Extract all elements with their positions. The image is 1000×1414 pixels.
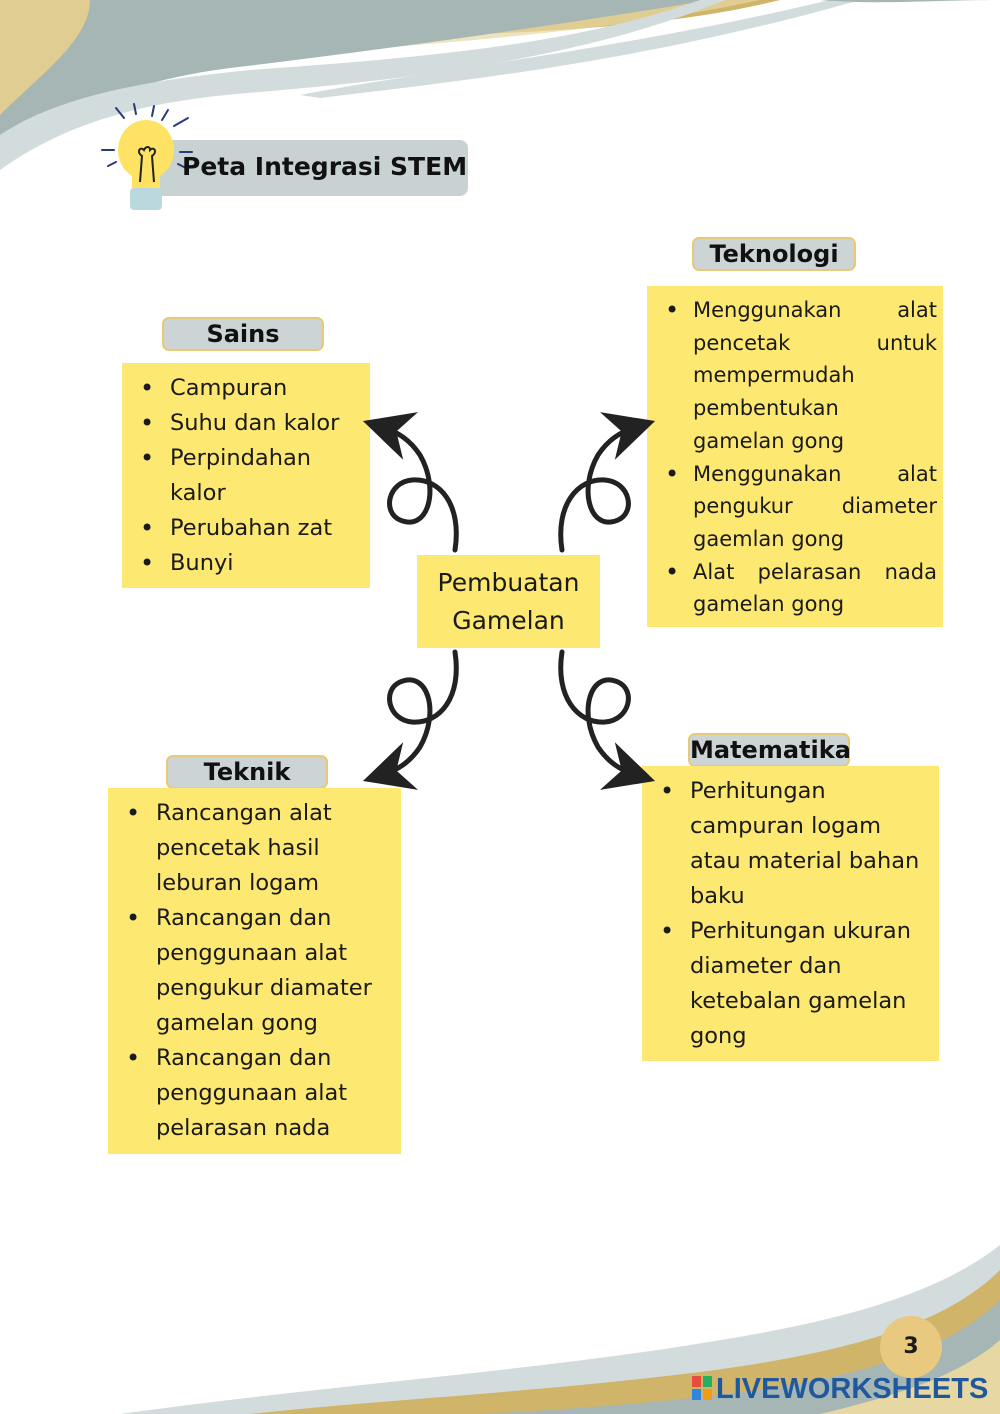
matematika-label: Matematika (688, 733, 851, 767)
list-item: Bunyi (122, 546, 360, 581)
list-item: Suhu dan kalor (122, 406, 360, 441)
list-item: Menggunakan alat pengukur diameter gaeml… (647, 458, 937, 556)
liveworksheets-logo: LIVEWORKSHEETS (692, 1372, 988, 1406)
page-title: Peta Integrasi STEM (182, 152, 468, 181)
list-item: Rancangan alat pencetak hasil leburan lo… (108, 796, 336, 901)
teknologi-box: Menggunakan alat pencetak untuk mempermu… (647, 286, 943, 627)
teknologi-label: Teknologi (692, 237, 856, 271)
center-line-1: Pembuatan (437, 568, 580, 597)
sains-box: Campuran Suhu dan kalor Perpindahan kalo… (122, 363, 370, 588)
curly-arrow-icon (558, 412, 656, 553)
sains-label: Sains (162, 317, 324, 351)
curly-arrow-icon (362, 649, 459, 790)
liveworksheets-logo-icon (692, 1376, 712, 1401)
list-item: Perpindahan kalor (122, 441, 320, 511)
brand-text: LIVEWORKSHEETS (716, 1373, 989, 1405)
curly-arrow-icon (558, 649, 656, 790)
list-item: Perhitungan campuran logam atau material… (642, 774, 920, 914)
list-item: Menggunakan alat pencetak untuk mempermu… (647, 294, 937, 458)
matematika-box: Perhitungan campuran logam atau material… (642, 766, 939, 1061)
title-banner: Peta Integrasi STEM (96, 100, 486, 220)
teknik-box: Rancangan alat pencetak hasil leburan lo… (108, 788, 401, 1154)
list-item: Rancangan dan penggunaan alat pelarasan … (108, 1041, 356, 1146)
teknologi-list: Menggunakan alat pencetak untuk mempermu… (647, 294, 937, 621)
page-number: 3 (880, 1316, 942, 1378)
title-pill (156, 140, 468, 196)
list-item: Campuran (122, 371, 360, 406)
curly-arrow-icon (362, 412, 459, 553)
sains-list: Campuran Suhu dan kalor Perpindahan kalo… (122, 371, 360, 581)
teknik-list: Rancangan alat pencetak hasil leburan lo… (108, 796, 393, 1146)
list-item: Perubahan zat (122, 511, 360, 546)
center-node: Pembuatan Gamelan (417, 555, 600, 648)
teknik-label: Teknik (166, 755, 328, 789)
list-item: Perhitungan ukuran diameter dan ketebala… (642, 914, 925, 1054)
center-line-2: Gamelan (452, 606, 565, 635)
matematika-list: Perhitungan campuran logam atau material… (642, 774, 931, 1054)
list-item: Rancangan dan penggunaan alat pengukur d… (108, 901, 386, 1041)
lightbulb-icon (101, 103, 193, 210)
list-item: Alat pelarasan nada gamelan gong (647, 556, 937, 621)
